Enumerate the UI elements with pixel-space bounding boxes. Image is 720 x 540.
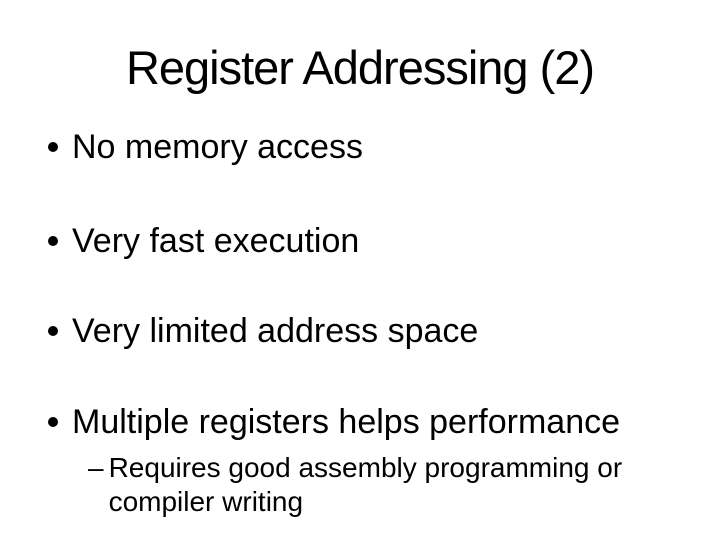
sub-bullet-line-1: Requires good assembly programming or (108, 452, 623, 483)
bullet-item-no-memory-access: No memory access (46, 128, 363, 167)
bullet-text: Very fast execution (72, 222, 360, 260)
bullet-item-very-limited-address-space: Very limited address space (46, 312, 478, 351)
bullet-dot-icon (48, 236, 58, 246)
sub-bullet-line-2: compiler writing (108, 486, 304, 517)
slide-title: Register Addressing (2) (125, 41, 595, 94)
bullet-text: Multiple registers helps performance (72, 403, 621, 441)
bullet-dot-icon (48, 417, 58, 427)
bullet-dot-icon (48, 326, 58, 336)
sub-bullet-item-requires-good-assembly: – Requires good assembly programming or … (88, 451, 622, 519)
sub-bullet-text: Requires good assembly programming or co… (109, 451, 623, 519)
bullet-dot-icon (48, 142, 58, 152)
bullet-text: Very limited address space (72, 312, 479, 350)
sub-bullet-dash: – (88, 452, 104, 483)
bullet-text: No memory access (72, 128, 363, 166)
bullet-item-multiple-registers: Multiple registers helps performance (46, 403, 620, 442)
bullet-item-very-fast-execution: Very fast execution (46, 222, 359, 261)
